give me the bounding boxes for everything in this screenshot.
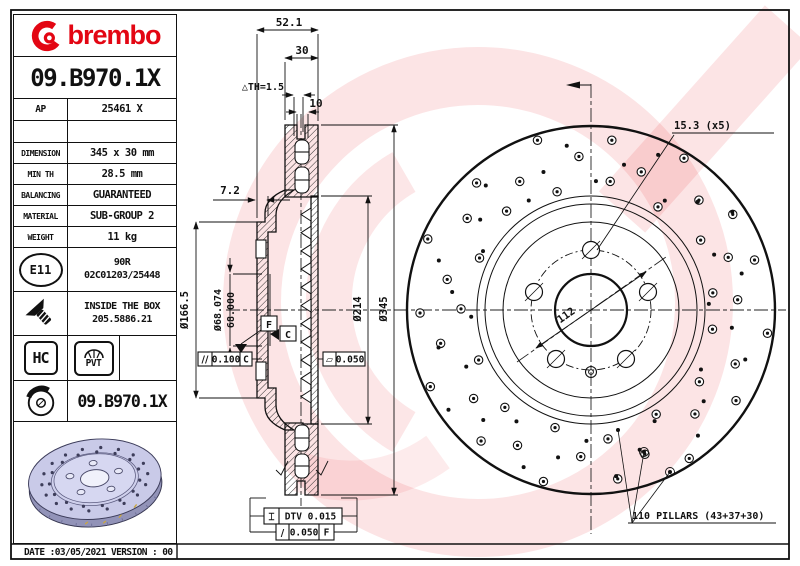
cross-section-view [255,124,329,496]
disc-outer-edge [405,124,777,496]
dtv-value: DTV 0.015 [285,512,337,523]
section-dimensions [193,27,398,533]
brand-cell: brembo [14,15,176,57]
pin-hole [584,365,598,379]
spec-label: MIN TH [27,169,54,179]
spec-row-weight: WEIGHT 11 kg [14,227,176,248]
parallelism-value: 0.100 [212,355,241,366]
ap-label: AP [35,104,46,115]
parallelism-datum: C [243,355,249,366]
spec-value: 11 kg [107,230,137,243]
part-number-main: 09.B970.1X [30,63,161,92]
bolt-hole-callout: 15.3 (x5) [596,120,774,251]
dim-overall-width: 52.1 [276,16,303,29]
dim-hat-wall: 10 [309,97,322,110]
runout-datum: F [324,528,330,539]
hat-edge-circle [502,221,680,399]
screw-icon [25,298,51,325]
section-dimension-labels: 52.1 30 △TH=1.5 10 7.2 Ø166.5 Ø68.074 68… [179,16,390,332]
pvt-badge-icon: PVT [73,340,114,376]
dim-th-tol: △TH=1.5 [242,82,284,93]
page-frame [10,9,790,560]
brembo-logo-icon [32,20,63,51]
gdt-frames [197,351,366,541]
spec-value: 28.5 mm [101,167,143,180]
runout-value: 0.050 [290,528,319,539]
spec-row-min-th: MIN TH 28.5 mm [14,164,176,185]
hc-badge-icon: HC [23,341,58,375]
boxed-part-number: 09.B970.1X [77,391,167,411]
product-photo-cell [14,422,176,543]
section-outboard-plate [310,195,319,425]
dtv-symbol: ⌶ [269,512,275,523]
datum-c-label: C [285,330,291,341]
bolt-holes [524,240,658,369]
inside-box-line2: 205.5886.21 [92,313,152,325]
brake-disc-photo [28,437,163,528]
ap-row: AP 25461 X [14,99,176,121]
ap-value: 25461 X [101,103,143,116]
flatness-symbol: ▱ [326,356,333,366]
dim-bore-upper: Ø68.074 [212,289,224,332]
dim-bore-lower: 68.000 [226,292,237,328]
bolt-circle [530,249,652,371]
dim-hat-dia: Ø166.5 [179,291,191,330]
bolt-hole-dia-label: 15.3 (x5) [674,120,731,132]
pillar-dots-pattern [436,143,748,479]
inside-box-row: INSIDE THE BOX 205.5886.21 [14,292,176,336]
datum-f-label: F [266,320,272,331]
datum-symbols: F C [235,315,297,353]
dim-vent-dia: Ø214 [352,296,364,322]
spec-label: BALANCING [21,190,60,200]
homologation-row: E11 90R 02C01203/25448 [14,248,176,292]
brand-wordmark: brembo [67,20,161,50]
runout-symbol: / [281,528,285,539]
pvt-badge-label: PVT [85,357,102,369]
spec-row-balancing: BALANCING GUARANTEED [14,185,176,206]
spec-value: GUARANTEED [92,188,152,201]
part-number-cell: 09.B970.1X [14,57,176,99]
spec-row-dimension: DIMENSION 345 x 30 mm [14,143,176,164]
parallelism-symbol: // [202,355,209,366]
drilled-hole-sections [294,139,310,479]
boxed-part-number-row: 09.B970.1X [14,381,176,422]
spec-value: SUB-GROUP 2 [89,209,155,222]
pillars-note-label: 110 PILLARS (43+37+30) [632,511,764,522]
dim-flange: 7.2 [220,184,240,197]
disc-caliper-icon [25,385,54,417]
vent-pillars [300,207,312,404]
spec-label: WEIGHT [27,232,54,242]
dim-outer-dia: Ø345 [378,296,390,322]
spec-value: 345 x 30 mm [89,146,155,159]
homologation-line1: 90R [113,257,131,268]
footer-date-line: DATE :03/05/2021 VERSION : 00 [24,547,173,558]
flatness-value: 0.050 [336,355,365,366]
surface-finish-marks [275,460,329,476]
disc-photo-edge-flecks [84,503,138,525]
e11-badge-label: E11 [29,262,52,277]
rotation-arrow [566,81,591,89]
disc-photo-edge-vanes [38,495,157,527]
spec-label: MATERIAL [23,211,58,221]
homologation-line2: 02C01203/25448 [84,269,160,281]
front-view: 112 15.3 (x5) 110 PILLARS (43+37+30) [405,81,777,524]
empty-row [14,121,176,143]
dim-thickness: 30 [295,44,308,57]
inside-box-line1: INSIDE THE BOX [84,301,160,312]
badges-row: HC PVT [14,336,176,381]
e11-badge-icon: E11 [18,252,63,287]
title-block: brembo 09.B970.1X AP 25461 X DIMENSION 3… [13,14,177,544]
pvt-dome-icon [83,348,104,358]
gdt-frame-labels: // 0.100 C ▱ 0.050 ⌶ DTV 0.015 / 0.050 F [202,355,365,540]
disc-photo-bolt-holes [65,459,123,495]
hc-badge-label: HC [32,349,49,367]
disc-photo-drill-dots [40,445,150,512]
spec-row-material: MATERIAL SUB-GROUP 2 [14,206,176,227]
spec-label: DIMENSION [21,148,60,158]
pillars-callout: 110 PILLARS (43+37+30) [616,428,776,524]
